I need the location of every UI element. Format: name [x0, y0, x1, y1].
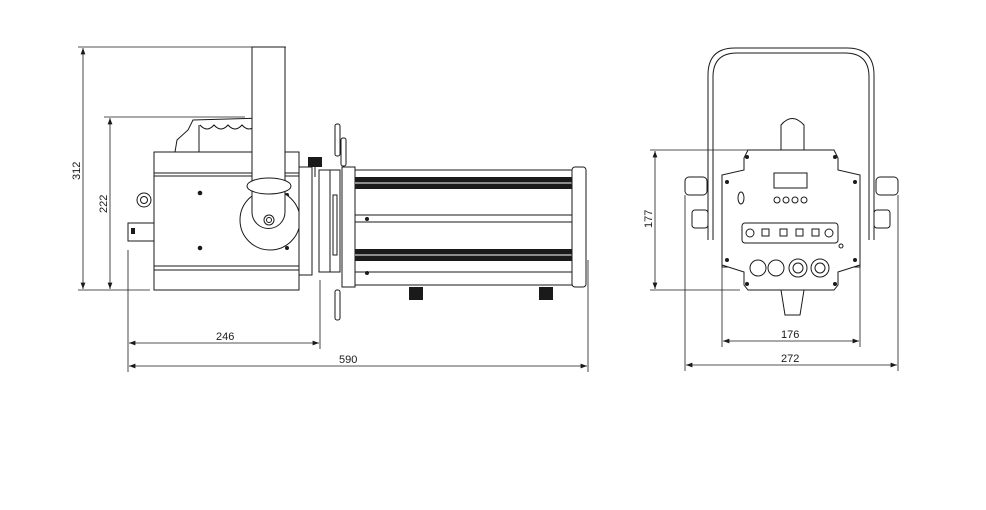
barrel-end-cap: [571, 166, 587, 288]
dim-label-177: 177: [643, 210, 655, 228]
dmx-out-connector: [767, 259, 785, 277]
dim-label-222: 222: [98, 195, 110, 213]
dim-label-312: 312: [71, 162, 83, 180]
side-view: 312 222 246 590: [71, 46, 589, 372]
rear-panel: [721, 149, 861, 291]
lamp-housing-cover: [174, 117, 263, 153]
dmx-in-connector: [749, 259, 767, 277]
lens-barrel: [341, 166, 356, 288]
shutter-handle: [334, 289, 341, 321]
power-out-connector: [810, 258, 830, 278]
front-flange: [298, 166, 313, 276]
up-button: [791, 196, 799, 204]
adjust-knob: [308, 157, 322, 167]
down-button: [782, 196, 790, 204]
dim-label-246: 246: [216, 331, 234, 343]
dim-label-176: 176: [781, 329, 799, 341]
eyebolt: [136, 192, 152, 208]
connector-strip: [741, 222, 839, 244]
side-handle-right: [875, 176, 899, 196]
dim-label-590: 590: [339, 354, 357, 366]
rear-view: 177 176 272: [643, 47, 899, 371]
enter-button: [800, 196, 808, 204]
side-handle-left: [684, 176, 708, 196]
power-in-connector: [788, 258, 808, 278]
shutter-handle: [334, 123, 341, 157]
display-screen: [773, 172, 808, 189]
yoke-arm: [251, 46, 286, 229]
fuse-holder: [737, 191, 745, 205]
top-handle: [780, 118, 805, 151]
zoom-knob: [409, 287, 423, 300]
dim-label-272: 272: [781, 353, 799, 365]
menu-button: [773, 196, 781, 204]
focus-knob: [539, 287, 553, 300]
bottom-handle: [780, 289, 805, 316]
yoke-bracket: [707, 47, 875, 240]
